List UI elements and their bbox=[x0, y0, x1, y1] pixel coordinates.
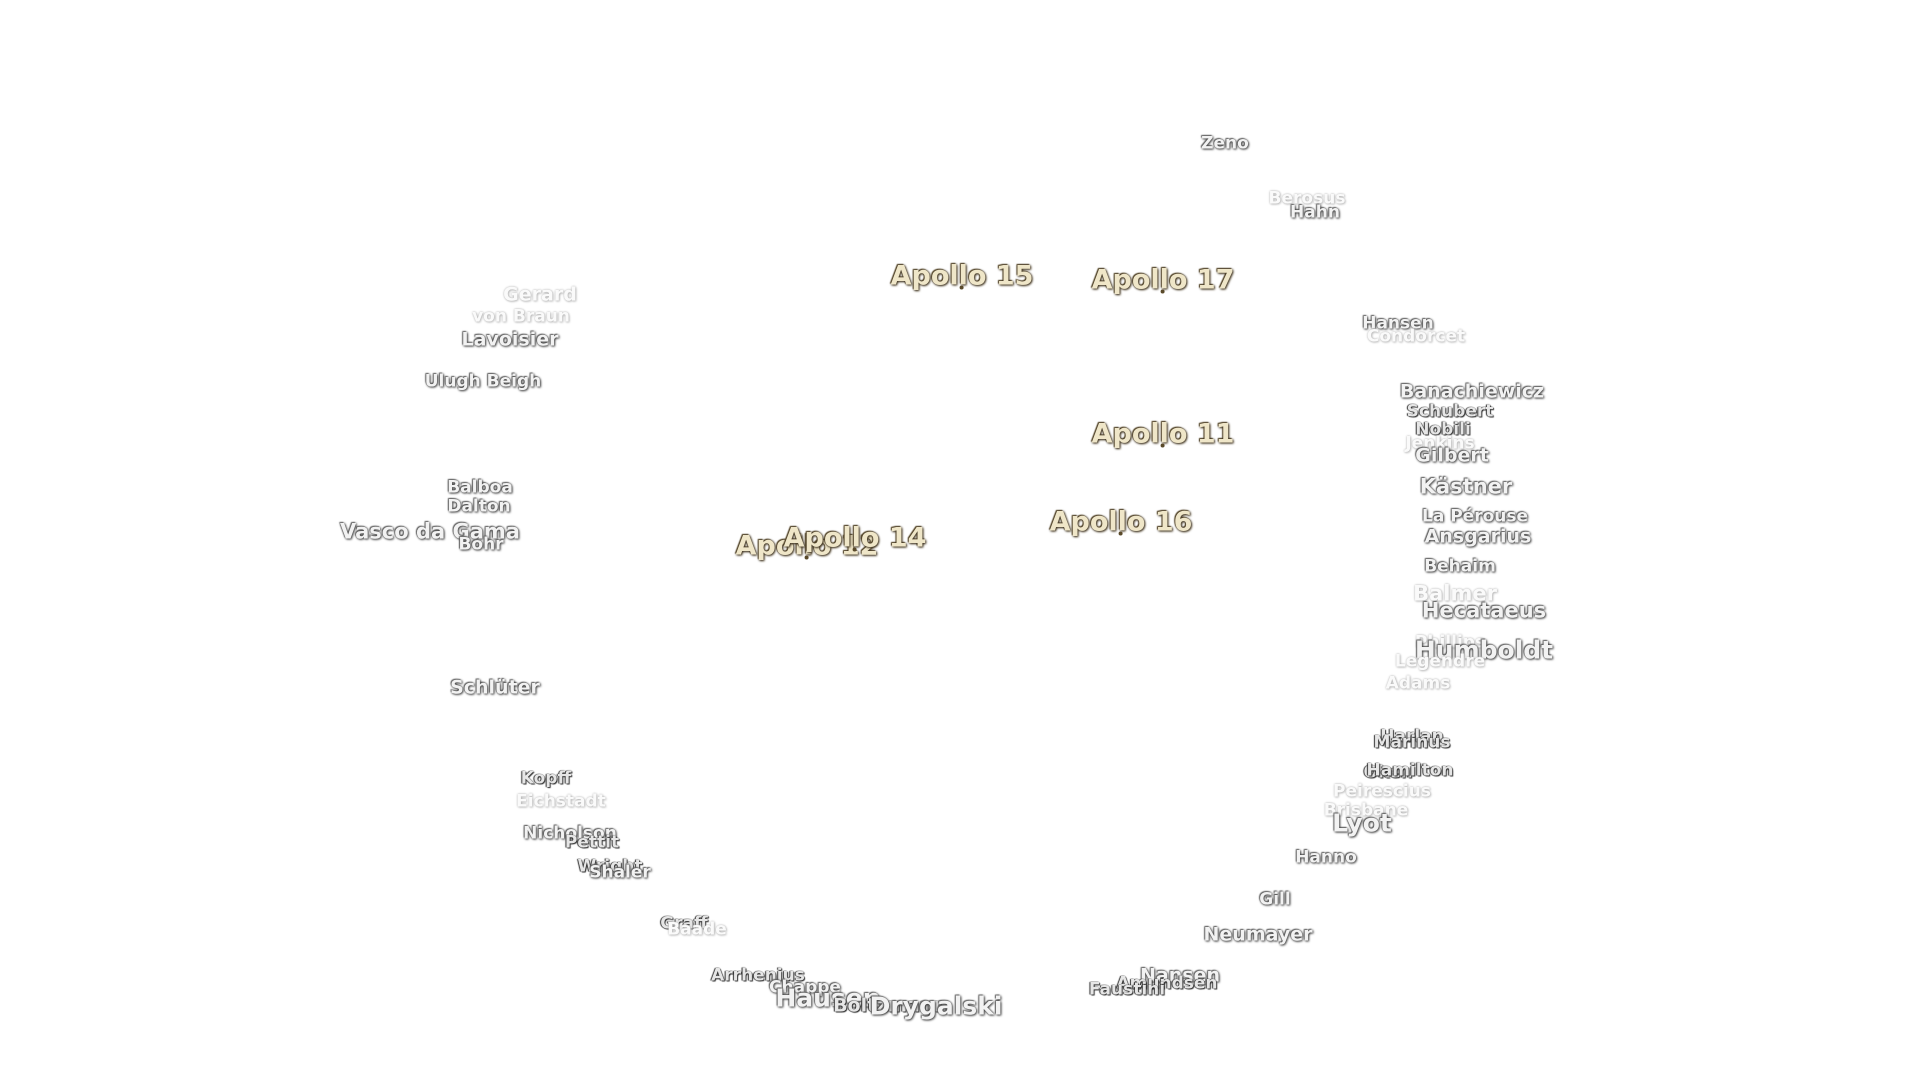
crater-label-shaler[interactable]: Shaler bbox=[589, 862, 651, 883]
crater-label-brisbane[interactable]: Brisbane bbox=[1323, 800, 1409, 821]
apollo-15-label[interactable]: Apollo 15 bbox=[890, 260, 1034, 292]
crater-label-baade[interactable]: Baade bbox=[667, 919, 727, 940]
crater-label-arrhenius[interactable]: Arrhenius bbox=[711, 965, 805, 986]
crater-label-drygalski[interactable]: Drygalski bbox=[869, 991, 1003, 1021]
crater-label-dalton[interactable]: Dalton bbox=[447, 496, 511, 517]
crater-label-von-braun[interactable]: von Braun bbox=[472, 306, 570, 327]
crater-label-ansgarius[interactable]: Ansgarius bbox=[1424, 525, 1532, 548]
crater-label-nicholson[interactable]: Nicholson bbox=[523, 823, 617, 844]
crater-label-wright[interactable]: Wright bbox=[577, 856, 643, 877]
apollo-17-marker-icon bbox=[1161, 289, 1165, 294]
crater-label-balboa[interactable]: Balboa bbox=[447, 477, 513, 498]
apollo-16-marker-icon bbox=[1119, 531, 1123, 536]
crater-label-behaim[interactable]: Behaim bbox=[1424, 556, 1496, 577]
crater-label-ulugh-beigh[interactable]: Ulugh Beigh bbox=[424, 371, 542, 392]
crater-label-vasco-da-gama[interactable]: Vasco da Gama bbox=[340, 519, 520, 544]
crater-label-chappe[interactable]: Chappe bbox=[769, 977, 841, 998]
apollo-14-marker-icon bbox=[853, 547, 857, 552]
crater-label-phillips[interactable]: Phillips bbox=[1414, 632, 1486, 653]
apollo-16-label[interactable]: Apollo 16 bbox=[1049, 506, 1193, 538]
apollo-11-label[interactable]: Apollo 11 bbox=[1091, 418, 1235, 450]
crater-label-hanno[interactable]: Hanno bbox=[1295, 847, 1357, 868]
crater-label-nobili[interactable]: Nobili bbox=[1415, 419, 1471, 440]
crater-label-graff[interactable]: Graff bbox=[660, 913, 708, 934]
crater-label-gill[interactable]: Gill bbox=[1259, 889, 1291, 910]
crater-label-hamilton[interactable]: Hamilton bbox=[1366, 760, 1454, 781]
crater-label-kopff[interactable]: Kopff bbox=[520, 768, 572, 789]
crater-label-neumayer[interactable]: Neumayer bbox=[1203, 923, 1313, 946]
crater-label-lavoisier[interactable]: Lavoisier bbox=[461, 328, 559, 351]
crater-label-hausen[interactable]: Hausen bbox=[775, 983, 881, 1013]
crater-label-boltzmann[interactable]: Boltzmann bbox=[833, 994, 947, 1017]
crater-label-banachiewicz[interactable]: Banachiewicz bbox=[1399, 380, 1545, 403]
apollo-17-label[interactable]: Apollo 17 bbox=[1091, 264, 1235, 296]
apollo-12-label[interactable]: Apollo 12 bbox=[735, 530, 879, 562]
apollo-14-label[interactable]: Apollo 14 bbox=[783, 522, 927, 554]
crater-label-nansen[interactable]: Nansen bbox=[1140, 964, 1220, 987]
crater-label-lyot[interactable]: Lyot bbox=[1332, 808, 1392, 838]
crater-label-schubert[interactable]: Schubert bbox=[1406, 401, 1494, 422]
crater-label-la-perouse[interactable]: La Pérouse bbox=[1421, 506, 1529, 527]
crater-label-condorcet[interactable]: Condorcet bbox=[1366, 326, 1466, 347]
crater-label-balmer[interactable]: Balmer bbox=[1413, 581, 1497, 606]
crater-label-humboldt[interactable]: Humboldt bbox=[1414, 635, 1554, 665]
crater-label-hahn[interactable]: Hahn bbox=[1290, 202, 1340, 223]
apollo-12-marker-icon bbox=[805, 555, 809, 560]
crater-label-hansen[interactable]: Hansen bbox=[1362, 313, 1434, 334]
crater-label-faustini[interactable]: Faustini bbox=[1088, 979, 1166, 1000]
crater-label-gilbert[interactable]: Gilbert bbox=[1415, 444, 1489, 467]
crater-label-gerard[interactable]: Gerard bbox=[503, 283, 577, 306]
crater-label-kastner[interactable]: Kästner bbox=[1419, 474, 1513, 499]
crater-label-berosus[interactable]: Berosus bbox=[1268, 188, 1346, 209]
crater-label-amundsen[interactable]: Amundsen bbox=[1116, 973, 1218, 994]
crater-label-eichstadt[interactable]: Eichstadt bbox=[516, 791, 606, 812]
crater-label-adams[interactable]: Adams bbox=[1385, 673, 1451, 694]
crater-label-zeno[interactable]: Zeno bbox=[1201, 133, 1249, 154]
crater-label-peirescius[interactable]: Peirescius bbox=[1333, 781, 1431, 802]
apollo-15-marker-icon bbox=[960, 285, 964, 290]
crater-label-bohr[interactable]: Bohr bbox=[458, 534, 504, 555]
crater-label-pettit[interactable]: Pettit bbox=[564, 832, 620, 853]
crater-label-harlan[interactable]: Harlan bbox=[1380, 726, 1444, 747]
crater-label-marinus[interactable]: Marinus bbox=[1373, 732, 1451, 753]
crater-label-hecataeus[interactable]: Hecataeus bbox=[1421, 598, 1547, 623]
crater-label-legendre[interactable]: Legendre bbox=[1394, 651, 1486, 672]
crater-label-oken[interactable]: Oken bbox=[1363, 762, 1413, 783]
apollo-11-marker-icon bbox=[1161, 443, 1165, 448]
crater-label-jenkins[interactable]: Jenkins bbox=[1405, 433, 1475, 454]
crater-label-schluter[interactable]: Schlüter bbox=[450, 676, 540, 699]
